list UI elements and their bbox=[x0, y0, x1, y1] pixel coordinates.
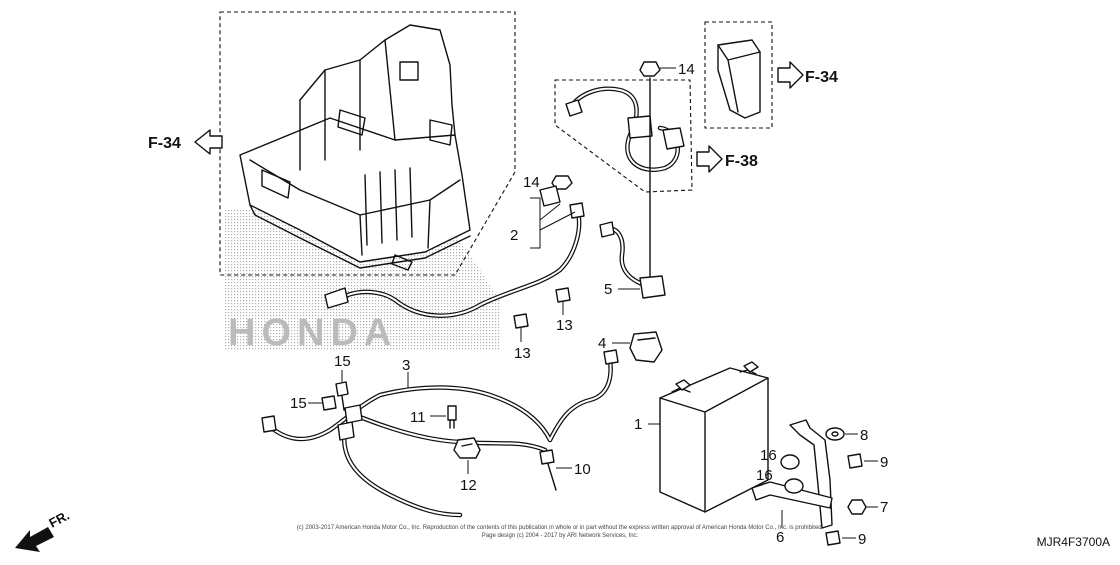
callout-16b: 16 bbox=[756, 467, 773, 484]
part-7-nut bbox=[847, 499, 867, 515]
callout-14b: 14 bbox=[523, 174, 540, 191]
copyright-line-2: Page design (c) 2004 - 2017 by ARI Netwo… bbox=[482, 533, 639, 539]
callout-9b: 9 bbox=[858, 531, 866, 548]
front-label: FR. bbox=[46, 508, 72, 531]
callout-8: 8 bbox=[860, 427, 868, 444]
callout-15a: 15 bbox=[334, 353, 351, 370]
callout-5: 5 bbox=[604, 281, 612, 298]
part-4-terminal-cover bbox=[629, 331, 663, 363]
ref-arrow-middle-right bbox=[696, 145, 723, 173]
battery-box-housing bbox=[239, 24, 471, 271]
part-13-clamp-upper bbox=[555, 287, 571, 303]
part-14-nut-top bbox=[639, 61, 661, 77]
callout-12: 12 bbox=[460, 477, 477, 494]
part-15-bolt-lower bbox=[321, 395, 337, 411]
part-3-sub-harness bbox=[261, 349, 619, 518]
callout-16a: 16 bbox=[760, 447, 777, 464]
callout-6: 6 bbox=[776, 529, 784, 546]
cover-part bbox=[717, 39, 761, 119]
copyright-line-1: (c) 2003-2017 American Honda Motor Co., … bbox=[297, 525, 824, 531]
callout-13b: 13 bbox=[514, 345, 531, 362]
callout-4: 4 bbox=[598, 335, 606, 352]
callout-10: 10 bbox=[574, 461, 591, 478]
diagram-code: MJR4F3700A bbox=[1037, 535, 1110, 549]
callout-13a: 13 bbox=[556, 317, 573, 334]
part-6-battery-bracket bbox=[751, 419, 833, 529]
part-8-washer bbox=[825, 427, 845, 441]
cover-group-outline bbox=[704, 21, 773, 129]
callout-3: 3 bbox=[402, 357, 410, 374]
part-9-bolt-upper bbox=[847, 453, 863, 469]
relay-wire-assembly bbox=[565, 86, 685, 172]
ref-arrow-top-right bbox=[777, 61, 804, 89]
part-1-battery bbox=[659, 361, 769, 513]
ref-label-left: F-34 bbox=[148, 135, 181, 152]
relay-wire-group-outline bbox=[554, 79, 693, 193]
part-10-bolt bbox=[539, 449, 557, 491]
part-14-nut-middle bbox=[551, 175, 573, 190]
callout-1: 1 bbox=[634, 416, 642, 433]
part-15-bolt-upper bbox=[335, 381, 349, 411]
ref-label-middle-right: F-38 bbox=[725, 153, 758, 170]
callout-7: 7 bbox=[880, 499, 888, 516]
part-5-starter-relay bbox=[599, 221, 666, 299]
part-2-battery-cable bbox=[324, 185, 585, 318]
callout-2: 2 bbox=[510, 227, 518, 244]
ref-arrow-left bbox=[194, 129, 223, 155]
front-direction-arrow bbox=[15, 527, 54, 552]
part-9-bolt-lower bbox=[825, 530, 841, 546]
part-16-cushion-upper bbox=[780, 454, 800, 470]
ref-label-top-right: F-34 bbox=[805, 69, 838, 86]
honda-watermark-text: HONDA bbox=[228, 312, 397, 354]
callout-11: 11 bbox=[410, 409, 426, 426]
part-12-fuse-holder bbox=[453, 437, 481, 459]
battery-box-group-outline bbox=[219, 11, 516, 276]
part-16-cushion-lower bbox=[784, 478, 804, 494]
part-11-fuse bbox=[447, 405, 457, 429]
callout-15b: 15 bbox=[290, 395, 307, 412]
callout-14a: 14 bbox=[678, 61, 695, 78]
callout-9a: 9 bbox=[880, 454, 888, 471]
part-13-clamp-lower bbox=[513, 313, 529, 329]
